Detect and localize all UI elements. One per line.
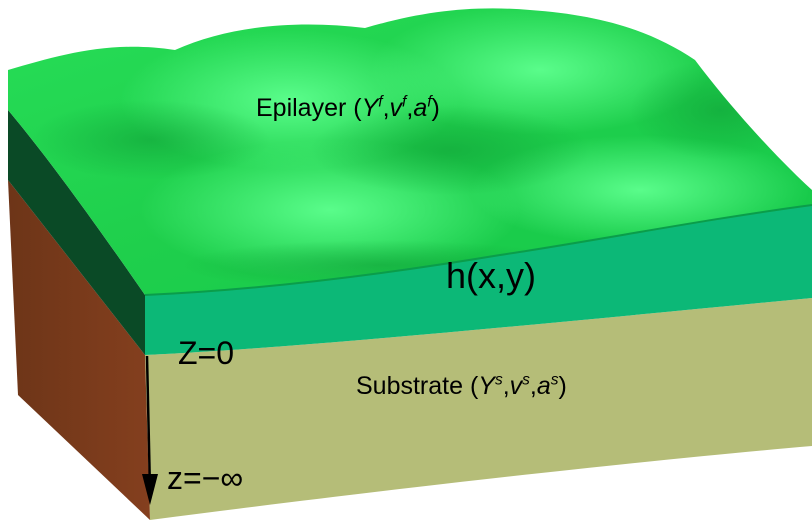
- substrate-name: Substrate (: [356, 372, 479, 400]
- depth-axis-line: [145, 355, 152, 491]
- substrate-label: Substrate (Ys,vs,as): [356, 371, 567, 400]
- surface-undulations: [30, 8, 810, 290]
- epilayer-front-face: [145, 205, 812, 355]
- epilayer-left-face: [8, 70, 145, 355]
- epilayer-name: Epilayer (: [256, 94, 362, 122]
- epilayer-top-edge: [144, 204, 812, 296]
- epilayer-label: Epilayer (Yf,vf,af): [256, 93, 440, 122]
- epilayer-lattice-constant: af: [413, 93, 432, 122]
- substrate-lattice-constant: as: [536, 371, 559, 400]
- epilayer-youngs-modulus: Yf: [361, 93, 383, 122]
- depth-label: z=−∞: [167, 460, 244, 496]
- depth-axis-arrowhead: [142, 474, 158, 505]
- epilayer-poisson-ratio: vf: [389, 93, 407, 122]
- substrate-left-face: [8, 180, 150, 520]
- substrate-poisson-ratio: vs: [509, 371, 530, 400]
- interface-label: Z=0: [178, 335, 235, 371]
- substrate-youngs-modulus: Ys: [478, 371, 503, 400]
- substrate-front-face: [145, 298, 812, 520]
- thickness-label: h(x,y): [446, 255, 536, 296]
